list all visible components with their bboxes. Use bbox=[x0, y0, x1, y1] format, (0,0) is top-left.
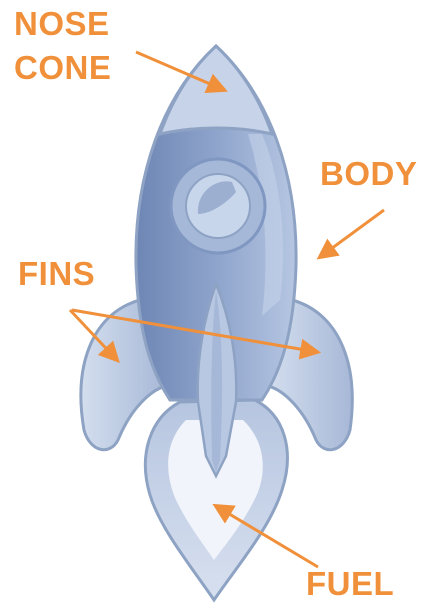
nose-cone-label-line1: NOSE bbox=[14, 6, 110, 42]
nose-cone-label-line2: CONE bbox=[14, 50, 111, 86]
body-label: BODY bbox=[320, 156, 417, 192]
porthole-window bbox=[171, 159, 265, 253]
arrow-body bbox=[320, 210, 384, 257]
nose-cone bbox=[160, 46, 272, 134]
fuel-label: FUEL bbox=[306, 566, 394, 602]
fins-label: FINS bbox=[18, 256, 95, 292]
